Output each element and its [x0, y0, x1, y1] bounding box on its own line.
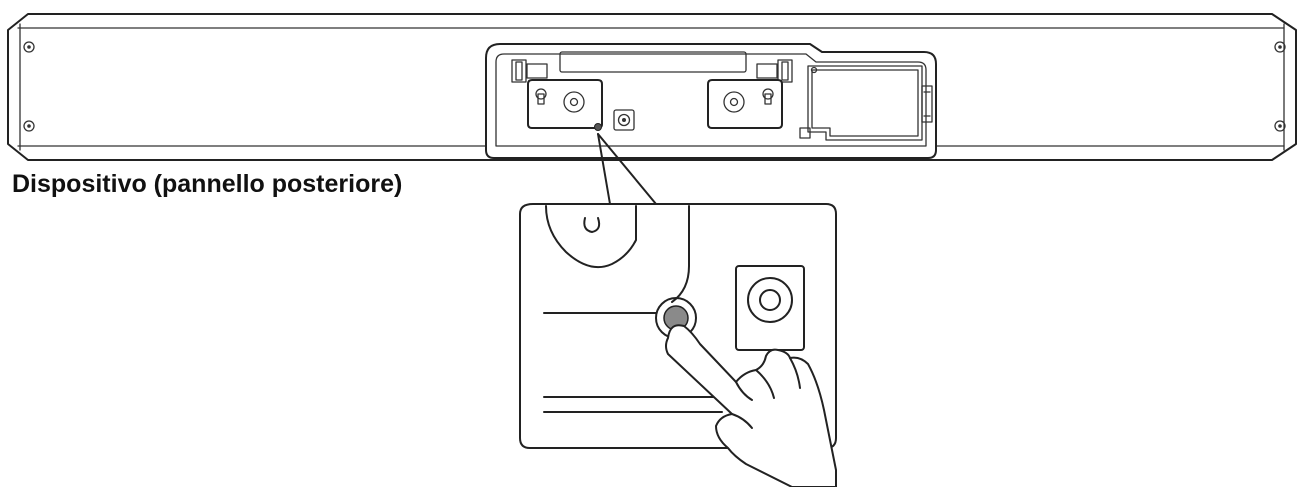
mounting-bracket-left — [527, 79, 603, 129]
cable-compartment — [799, 65, 933, 141]
screw-icon — [23, 120, 35, 132]
mounting-bracket-right — [707, 79, 783, 129]
pointing-hand-icon — [665, 324, 837, 487]
reset-pinhole-icon — [594, 123, 602, 131]
soundbar-device-rear-icon — [7, 13, 1297, 161]
screw-icon — [1274, 41, 1286, 53]
power-port-icon — [613, 109, 635, 131]
latch-icon — [756, 59, 793, 83]
callout-connector — [597, 133, 657, 205]
screw-icon — [1274, 120, 1286, 132]
rear-panel — [485, 43, 937, 159]
screw-icon — [23, 41, 35, 53]
diagram-caption: Dispositivo (pannello posteriore) — [12, 170, 403, 198]
latch-icon — [511, 59, 548, 83]
